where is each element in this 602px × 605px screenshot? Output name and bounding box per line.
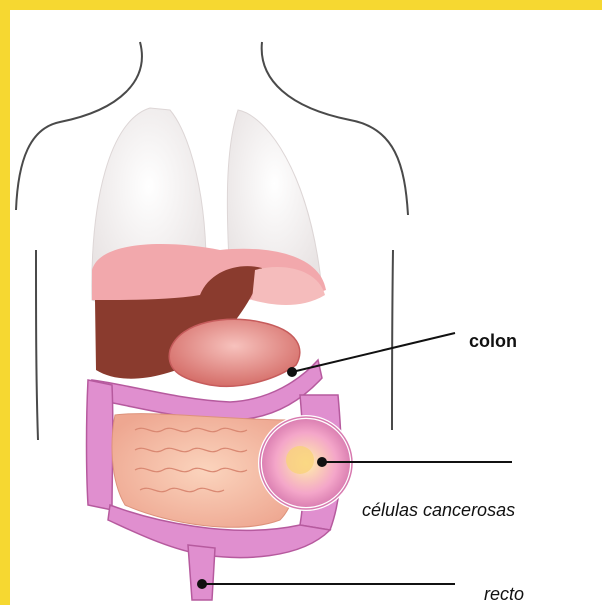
cancer-cells-label: células cancerosas xyxy=(362,500,515,521)
left-torso-line xyxy=(36,250,38,440)
colon-marker-dot xyxy=(287,367,297,377)
colon-label: colon xyxy=(469,331,517,352)
cancer-cells-marker-dot xyxy=(317,457,327,467)
ascending-colon xyxy=(87,380,113,510)
stomach xyxy=(169,319,300,386)
rectum-marker-dot xyxy=(197,579,207,589)
rectum xyxy=(188,545,215,600)
rectum-label: recto xyxy=(484,584,524,605)
colon-leader-line xyxy=(292,333,455,372)
right-torso-line xyxy=(392,250,393,430)
